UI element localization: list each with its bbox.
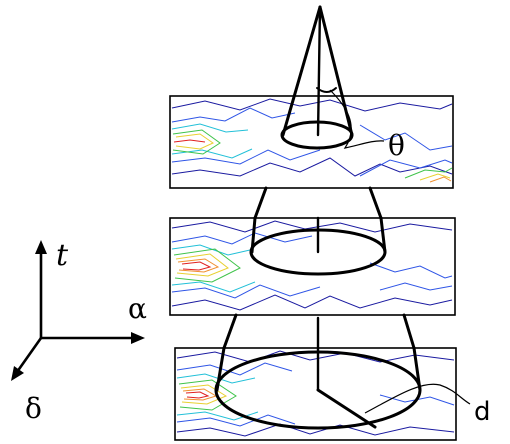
top-slice — [169, 95, 454, 189]
theta-leader — [329, 89, 385, 149]
cone-edge-left-mid — [253, 186, 268, 220]
cone-edge-left-top — [281, 5, 322, 137]
delta-axis-arrowhead — [11, 366, 24, 381]
alpha-axis-label: α — [128, 292, 147, 325]
middle-slice-contours — [171, 220, 453, 311]
cone-edge-right-top — [318, 5, 354, 137]
middle-slice-frame — [169, 217, 456, 316]
cone-edge-right-low — [402, 313, 416, 350]
t-axis-arrowhead — [35, 240, 47, 254]
delta-axis — [15, 336, 43, 374]
theta-label: θ — [388, 129, 405, 162]
cone-axis-upper — [316, 5, 322, 137]
alpha-axis-arrowhead — [131, 332, 145, 344]
d-leader — [364, 383, 471, 414]
d-label: d — [474, 397, 491, 427]
middle-slice — [169, 217, 456, 316]
cone — [214, 5, 422, 430]
axes — [15, 248, 137, 374]
t-axis-label: t — [56, 238, 69, 273]
delta-axis-label: δ — [25, 392, 42, 425]
top-slice-frame — [169, 95, 454, 189]
angle-arc — [316, 87, 337, 93]
cone-edge-right-mid — [368, 186, 383, 220]
cone-section-top — [280, 120, 354, 150]
cone-edge-left-low — [222, 313, 238, 350]
top-slice-contours — [171, 98, 453, 183]
radius-line — [316, 388, 377, 429]
bottom-slice-contours — [176, 350, 455, 437]
axis-arrowheads — [11, 240, 145, 381]
